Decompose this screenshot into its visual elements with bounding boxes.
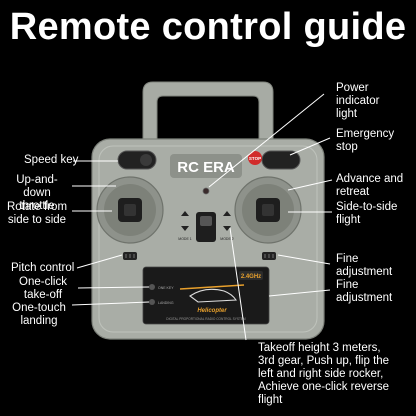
label-emergency-stop: Emergency stop <box>336 128 395 153</box>
svg-text:MODE 2: MODE 2 <box>220 237 233 241</box>
label-advance-retreat: Advance and retreat <box>336 173 404 198</box>
product-line-label: Helicopter <box>197 308 227 314</box>
label-fine-adjustment-1: Fine adjustment <box>336 253 393 278</box>
carry-handle <box>142 81 274 146</box>
label-takeoff-note: Takeoff height 3 meters, 3rd gear, Push … <box>258 342 390 406</box>
frequency-badge: 2.4GHz <box>241 274 261 280</box>
label-one-click-takeoff: One-click take-off <box>19 276 67 301</box>
right-joystick[interactable] <box>234 176 302 244</box>
label-power-indicator: Power indicator light <box>336 82 380 120</box>
panel-text-1: ONE KEY <box>158 286 174 290</box>
label-up-down-throttle: Up-and-down throttle <box>16 174 58 212</box>
brand-logo: RC ERA <box>177 159 235 176</box>
helicopter-logo-icon <box>179 284 245 303</box>
emergency-stop-button[interactable] <box>261 150 301 170</box>
callout-lines <box>71 93 333 341</box>
label-side-to-side-flight: Side-to-side flight <box>336 201 398 226</box>
mode-1-indicator: MODE 1 <box>178 211 192 241</box>
power-indicator-light <box>202 187 210 195</box>
takeoff-button[interactable] <box>149 284 155 290</box>
left-trim-slider[interactable] <box>123 252 137 260</box>
panel-footer-text: DIGITAL PROPORTIONAL RADIO CONTROL SYSTE… <box>166 317 246 321</box>
stop-button-label: STOP <box>249 156 261 161</box>
label-fine-adjustment-2: Fine adjustment <box>336 279 393 304</box>
page-title: Remote control guide <box>9 6 407 48</box>
left-joystick[interactable] <box>96 176 164 244</box>
label-rotate-side-to-side: Rotate from side to side <box>6 201 68 226</box>
mode-2-indicator: MODE 2 <box>220 211 234 241</box>
svg-text:MODE 1: MODE 1 <box>178 237 191 241</box>
right-trim-slider[interactable] <box>262 252 276 260</box>
label-pitch-control: Pitch control <box>11 262 75 274</box>
label-one-touch-landing: One-touch landing <box>12 302 66 327</box>
label-speed-key: Speed key <box>24 154 79 166</box>
panel-text-2: LANDING <box>158 301 174 305</box>
landing-button[interactable] <box>149 299 155 305</box>
